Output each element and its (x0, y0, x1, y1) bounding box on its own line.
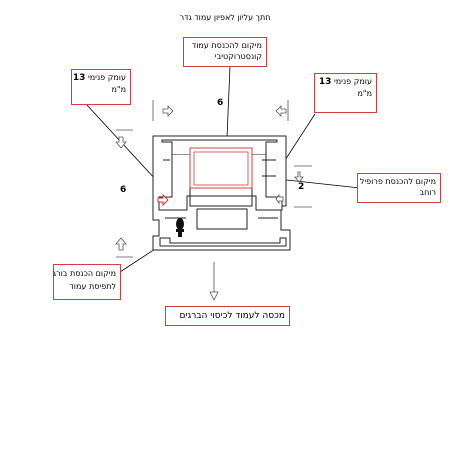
label-text: מכסה לעמוד לכיסוי הברגים (179, 311, 285, 321)
profile-section (152, 135, 291, 251)
lower-chamber (196, 208, 248, 230)
label-unit: מ"מ (357, 89, 372, 98)
label-inner-depth-right: עומק פנימי 13 מ"מ (314, 73, 377, 113)
dimension-top: 6 (217, 98, 224, 108)
arrow-right-icon (162, 105, 174, 117)
label-text-2: קונסטרוקטיבי (214, 52, 262, 61)
label-unit: מ"מ (111, 85, 126, 94)
label-text: מיקום להכנסת עמוד (191, 41, 262, 50)
label-text: עומק פנימי (333, 77, 372, 86)
arrow-left-icon (275, 105, 287, 117)
center-chamber (189, 195, 253, 207)
label-number: 13 (72, 73, 86, 83)
label-text-2: לתפיסת עמוד (69, 282, 116, 291)
dimension-right: 2 (298, 182, 305, 192)
construction-zone-inner (193, 151, 249, 186)
label-construction-position: מיקום להכנסת עמוד קונסטרוקטיבי (183, 37, 267, 67)
dimension-arrows (115, 100, 312, 298)
arrow-down-small-icon (294, 171, 304, 183)
arrow-down-icon (115, 136, 127, 149)
construction-zone (189, 147, 253, 189)
right-chamber (251, 155, 283, 211)
cover-strip (159, 237, 287, 247)
arrow-down-cover-icon (209, 291, 219, 301)
arrow-right-red-icon (157, 193, 169, 207)
label-text: מיקום להכנסת פרופיל (359, 177, 436, 186)
label-number: 13 (318, 77, 332, 87)
label-wide-profile: מיקום להכנסת פרופיל רוחב (357, 173, 441, 203)
arrow-left-small-icon (275, 193, 284, 205)
label-text: עומק פנימי (87, 73, 126, 82)
label-text: מיקום הכנסת בורג (52, 269, 116, 278)
screw-icon (176, 218, 184, 237)
arrow-up-icon (115, 237, 127, 251)
label-text-2: רוחב (419, 188, 436, 197)
dimension-left: 6 (120, 185, 127, 195)
label-inner-depth-left: עומק פנימי 13 מ"מ (71, 69, 131, 105)
label-cover: מכסה לעמוד לכיסוי הברגים (165, 306, 290, 326)
page-title: חתך עליון לאפיון עמוד גדר (179, 13, 271, 22)
label-screw-position: מיקום הכנסת בורג לתפיסת עמוד (53, 264, 121, 300)
